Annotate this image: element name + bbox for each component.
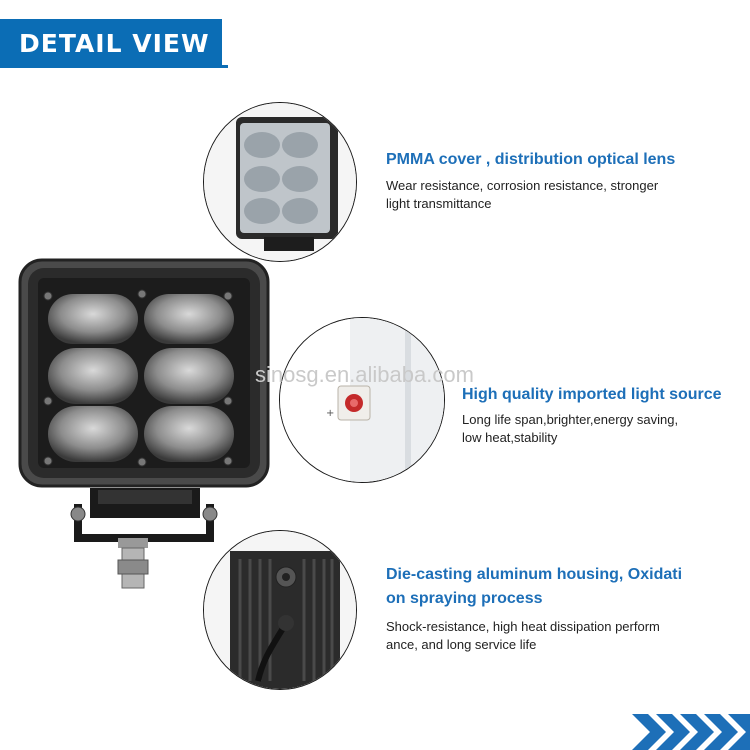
footer-chevron-stripes: [632, 714, 750, 750]
feature-1-title: PMMA cover , distribution optical lens: [386, 151, 676, 168]
feature-3-title-line2: on spraying process: [386, 590, 543, 607]
feature-2-desc-line2: low heat,stability: [462, 430, 558, 445]
feature-2-desc-line1: Long life span,brighter,energy saving,: [462, 412, 679, 427]
feature-3-desc-line2: ance, and long service life: [386, 637, 537, 652]
work-light-product-image: [18, 258, 270, 589]
header-underline: [0, 65, 228, 68]
lens-cover-image: [204, 103, 356, 261]
feature-3-desc-line1: Shock-resistance, high heat dissipation …: [386, 619, 660, 634]
led-chip-image: +: [280, 318, 444, 482]
feature-1-desc-line1: Wear resistance, corrosion resistance, s…: [386, 178, 659, 193]
detail-view-header: DETAIL VIEW: [0, 19, 222, 67]
feature-2-title: High quality imported light source: [462, 386, 722, 403]
svg-text:+: +: [326, 408, 334, 419]
header-label: DETAIL VIEW: [19, 29, 210, 58]
watermark-text: sinosg.en.alibaba.com: [255, 362, 474, 387]
led-chip-detail-circle: +: [279, 317, 445, 483]
feature-3-title-line1: Die-casting aluminum housing, Oxidati: [386, 566, 683, 583]
feature-1-desc-line2: light transmittance: [386, 196, 492, 211]
housing-detail-circle: [203, 530, 357, 690]
housing-back-image: [204, 531, 356, 689]
lens-cover-detail-circle: [203, 102, 357, 262]
